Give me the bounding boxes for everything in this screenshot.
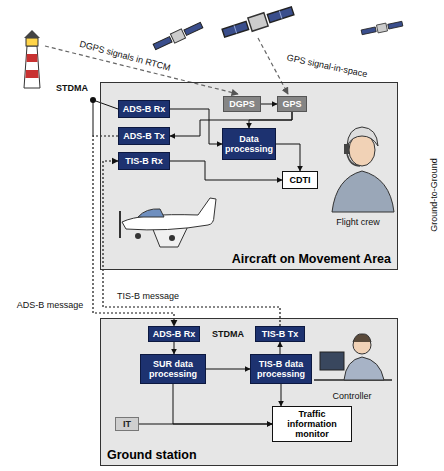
monitor-box: Traffic information monitor xyxy=(272,406,352,442)
box-label: DGPS xyxy=(229,99,255,109)
transmitter-box: TIS-B Tx xyxy=(255,326,305,342)
lighthouse-icon-part xyxy=(24,46,40,88)
satellite-icon-part xyxy=(222,21,249,37)
data-connector xyxy=(281,384,282,406)
receiver-box: TIS-B Rx xyxy=(118,152,170,170)
data-connector xyxy=(173,384,272,424)
person-label: Flight crew xyxy=(334,217,382,227)
satellite-icon-part xyxy=(388,21,403,29)
pilot-illustration-part xyxy=(347,154,360,166)
data-connector xyxy=(139,424,272,425)
data-connector xyxy=(276,144,300,171)
controller-illustration-part xyxy=(344,357,384,380)
edge-label: ADS-B message xyxy=(15,300,86,310)
controller-illustration xyxy=(314,334,392,380)
box-label: GPS xyxy=(282,99,301,109)
controller-illustration-part xyxy=(353,334,371,342)
lighthouse-icon xyxy=(24,30,40,88)
person-label: Controller xyxy=(330,391,373,401)
box-label: ADS-B Tx xyxy=(123,131,165,141)
satellite-icon-part xyxy=(234,25,237,33)
data-connector xyxy=(280,342,281,354)
receiver-box: ADS-B Rx xyxy=(148,326,200,342)
satellite-icon xyxy=(361,20,403,36)
signal-label: DGPS signals in RTCM xyxy=(76,38,173,73)
box-label: ADS-B Rx xyxy=(153,329,196,339)
signal-line-part xyxy=(258,38,288,94)
satellite-icon-part xyxy=(376,23,387,33)
process-box: Data processing xyxy=(222,128,276,160)
satellite-icon-part xyxy=(279,11,282,19)
data-connector xyxy=(174,342,175,354)
box-label: TIS-B Rx xyxy=(125,156,163,166)
region-title: Ground station xyxy=(107,448,197,462)
pilot-illustration xyxy=(332,127,394,212)
box-label: ADS-B Rx xyxy=(123,104,166,114)
radio-link xyxy=(103,161,280,326)
antenna-junction-part xyxy=(93,100,118,109)
process-box: SUR data processing xyxy=(140,354,206,384)
signal-label: GPS signal-in-space xyxy=(284,52,370,80)
box-label: Data processing xyxy=(225,134,273,154)
antenna-junction xyxy=(90,97,118,136)
lighthouse-icon-part xyxy=(25,70,38,78)
region-title: Aircraft on Movement Area xyxy=(232,252,391,266)
input-box: IT xyxy=(115,417,139,431)
satellite-icon xyxy=(152,20,203,51)
pilot-illustration-part xyxy=(332,171,394,212)
receiver-box: ADS-B Rx xyxy=(118,100,170,118)
region-fill xyxy=(100,82,398,270)
edge-label: TIS-B message xyxy=(115,291,181,301)
aircraft-illustration-part xyxy=(119,211,121,238)
antenna-junction-part xyxy=(90,97,96,103)
signal-line-part xyxy=(45,46,238,94)
link-label: STDMA xyxy=(54,83,90,93)
antenna-junction-part xyxy=(93,100,94,136)
data-connector xyxy=(206,369,250,370)
pilot-illustration-part xyxy=(347,127,378,146)
lighthouse-icon-part xyxy=(27,54,38,62)
satellite-icon-part xyxy=(267,7,294,23)
aircraft-illustration-part xyxy=(122,198,216,230)
lighthouse-icon-part xyxy=(26,38,38,46)
satellite-icon-part xyxy=(361,27,376,35)
dgps-box: DGPS xyxy=(223,96,261,112)
side-label: Ground-to-Ground xyxy=(429,156,439,234)
box-label: IT xyxy=(123,419,131,429)
data-connector xyxy=(170,109,222,144)
display-box: CDTI xyxy=(282,171,318,189)
satellite-icon-part xyxy=(153,37,172,50)
box-label: Traffic information monitor xyxy=(275,409,349,439)
satellite-icon xyxy=(221,4,295,40)
aircraft-illustration-part xyxy=(135,233,141,239)
box-label: SUR data processing xyxy=(143,359,203,379)
region-fill xyxy=(100,318,398,466)
box-label: TIS-B Tx xyxy=(262,329,299,339)
aircraft-illustration xyxy=(120,198,216,247)
lighthouse-icon-part xyxy=(24,30,40,38)
signal-line xyxy=(45,38,288,94)
region-panel: Aircraft on Movement Area ADS-B Rx ADS-B T… xyxy=(100,82,398,270)
controller-illustration-part xyxy=(320,352,344,370)
gps-box: GPS xyxy=(277,96,307,112)
aircraft-illustration-part xyxy=(138,209,164,217)
pilot-illustration-part xyxy=(344,144,349,154)
data-connector xyxy=(170,161,282,180)
box-label: TIS-B data processing xyxy=(253,359,309,379)
aircraft-illustration-part xyxy=(169,235,175,241)
transmitter-box: ADS-B Tx xyxy=(118,127,170,145)
data-connector xyxy=(261,104,277,105)
satellite-icon-part xyxy=(170,29,185,43)
process-box: TIS-B data processing xyxy=(250,354,312,384)
satellite-icon-part xyxy=(184,22,203,35)
satellite-icon-part xyxy=(248,13,268,32)
box-label: CDTI xyxy=(290,175,311,185)
link-label: STDMA xyxy=(210,329,246,339)
